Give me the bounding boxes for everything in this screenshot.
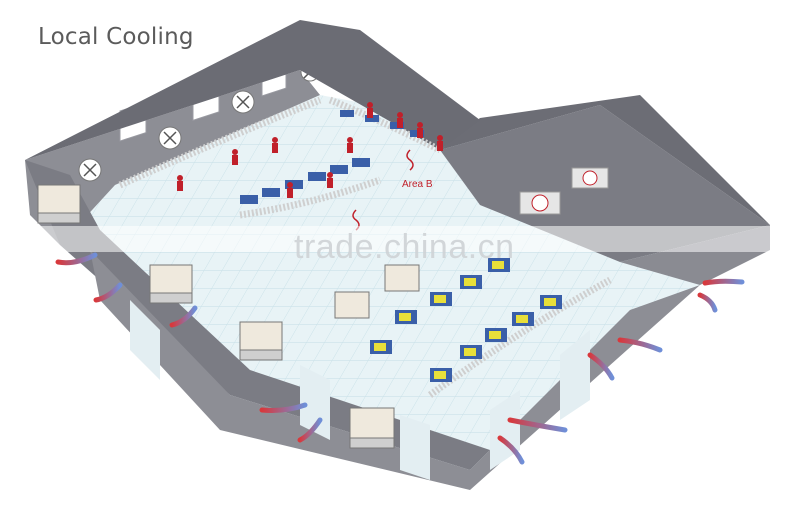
airflow-arrow-icon [55, 252, 745, 465]
area-b-marker [406, 149, 414, 171]
air-cooler-icon [37, 184, 420, 449]
roof-back-top [25, 20, 480, 160]
front-wall [90, 250, 700, 490]
workstations-area-b [370, 258, 562, 382]
page-title: Local Cooling [38, 24, 194, 50]
roof-right-top [440, 95, 770, 225]
front-wall-openings [130, 300, 590, 480]
roof-fan-icon [519, 167, 609, 215]
back-wall-left [25, 70, 320, 245]
watermark-text: trade.china.cn [294, 228, 515, 266]
air-duct-icon [118, 96, 612, 398]
worker-icon [177, 102, 443, 198]
watermark-band [0, 226, 800, 252]
area-b-label: Area B [402, 179, 433, 190]
